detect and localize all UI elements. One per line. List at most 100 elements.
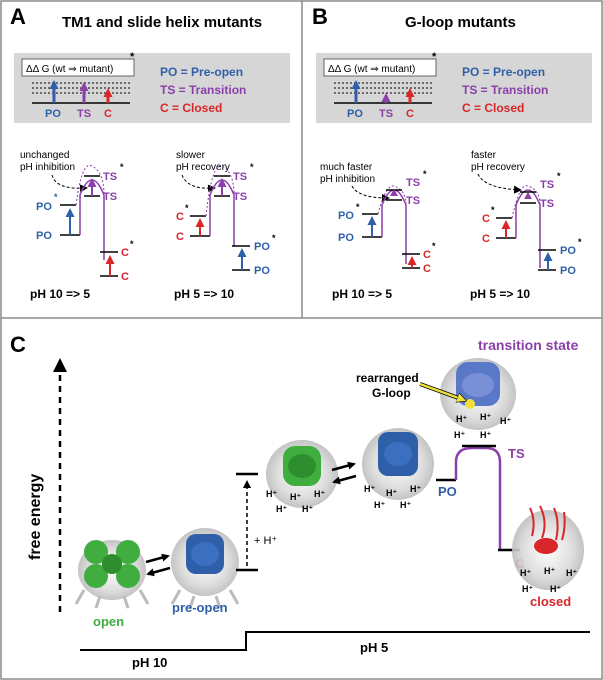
label-c-star: C xyxy=(176,211,184,223)
proton-label: H⁺ xyxy=(374,500,385,510)
open-label: open xyxy=(93,614,124,629)
proton-label: H⁺ xyxy=(480,412,491,422)
ph-step-line xyxy=(80,631,590,651)
note-line1: much faster xyxy=(320,162,373,173)
proton-label: H⁺ xyxy=(400,500,411,510)
ddg-label-box-a xyxy=(21,58,135,77)
equilibrium-arrow-forward xyxy=(331,461,356,472)
star: * xyxy=(491,205,495,215)
ddg-star-b: * xyxy=(432,51,437,63)
equilibrium-arrow-back xyxy=(332,474,357,485)
panel-b-letter: B xyxy=(312,4,328,29)
axis-arrowhead xyxy=(53,358,67,372)
note-line2: pH recovery xyxy=(471,162,525,173)
panel-a-letter: A xyxy=(10,4,26,29)
note-line1: slower xyxy=(176,150,206,161)
star: * xyxy=(54,192,58,202)
energy-diagram-b-left: much faster pH inhibition PO * PO TS * T… xyxy=(320,162,436,301)
label-ts: TS xyxy=(406,195,420,207)
proton-label: H⁺ xyxy=(454,430,465,440)
legend-ts: TS xyxy=(379,108,393,120)
po-label: PO xyxy=(438,484,457,499)
barrier-curve-mutant xyxy=(511,185,541,219)
ph5-label: pH 5 xyxy=(360,640,388,655)
equilibrium-arrow-forward xyxy=(145,553,170,564)
note-pointer xyxy=(477,173,522,194)
ts-arrow xyxy=(524,192,532,199)
legend-c-def: C = Closed xyxy=(462,101,524,115)
proton-label: H⁺ xyxy=(410,484,421,494)
ddg-label-b: ΔΔ G (wt ⇒ mutant) xyxy=(328,64,415,75)
label-c: C xyxy=(176,231,184,243)
closed-label: closed xyxy=(530,594,571,609)
note-pointer xyxy=(351,185,390,202)
star: * xyxy=(272,233,276,243)
proton-label: H⁺ xyxy=(290,492,301,502)
panel-c: C free energy open pre-open xyxy=(10,332,590,670)
proton-label: H⁺ xyxy=(500,416,511,426)
note-line2: pH recovery xyxy=(176,162,230,173)
energy-diagram-a-left: unchanged pH inhibition PO * PO TS * TS … xyxy=(20,150,134,301)
barrier-curve xyxy=(381,189,407,264)
label-ts: TS xyxy=(540,198,554,210)
label-po-star: PO xyxy=(254,241,270,253)
proton-label: H⁺ xyxy=(520,568,531,578)
label-ts: TS xyxy=(233,191,247,203)
ddg-label-box-b xyxy=(323,58,437,77)
label-po: PO xyxy=(36,230,52,242)
label-c-star: C xyxy=(482,213,490,225)
proton-label: H⁺ xyxy=(386,488,397,498)
y-axis-label: free energy xyxy=(27,474,44,560)
ddg-star-a: * xyxy=(130,51,135,63)
label-po: PO xyxy=(254,265,270,277)
ph-change-label: pH 10 => 5 xyxy=(30,287,90,301)
ph-change-label: pH 10 => 5 xyxy=(332,287,392,301)
label-c: C xyxy=(423,263,431,275)
h-plus-label: + H⁺ xyxy=(254,535,277,547)
ph10-label: pH 10 xyxy=(132,655,167,670)
label-ts-star: TS xyxy=(540,179,554,191)
proton-label: H⁺ xyxy=(276,504,287,514)
label-ts-star: TS xyxy=(406,177,420,189)
proton-label: H⁺ xyxy=(480,430,491,440)
proton-label: H⁺ xyxy=(302,504,313,514)
legend-po: PO xyxy=(45,108,61,120)
legend-po-def: PO = Pre-open xyxy=(462,65,545,79)
closed-channel-structure xyxy=(512,505,584,590)
label-c: C xyxy=(121,271,129,283)
note-pointer xyxy=(51,174,88,193)
star: * xyxy=(557,171,561,181)
label-ts-star: TS xyxy=(233,171,247,183)
protonated-green-structure xyxy=(266,440,338,508)
label-po-star: PO xyxy=(560,245,576,257)
barrier-curve-mutant xyxy=(377,185,407,215)
star: * xyxy=(423,169,427,179)
note-line2: pH inhibition xyxy=(320,174,375,185)
proton-label: H⁺ xyxy=(314,489,325,499)
star: * xyxy=(578,237,582,247)
ph-change-label: pH 5 => 10 xyxy=(470,287,530,301)
label-ts-star: TS xyxy=(103,171,117,183)
barrier-profile xyxy=(454,446,502,550)
panel-c-letter: C xyxy=(10,332,26,357)
energy-diagram-a-right: slower pH recovery C * C TS * TS PO * PO… xyxy=(174,150,276,301)
legend-po: PO xyxy=(347,108,363,120)
legend-ts-def: TS = Transition xyxy=(160,83,246,97)
legend-ts: TS xyxy=(77,108,91,120)
proton-label: H⁺ xyxy=(266,489,277,499)
star: * xyxy=(250,162,254,172)
proton-label: H⁺ xyxy=(544,566,555,576)
star: * xyxy=(185,203,189,213)
pre-open-channel-structure xyxy=(170,528,240,609)
note-line2: pH inhibition xyxy=(20,162,75,173)
panel-b: B G-loop mutants ΔΔ G (wt ⇒ mutant) * PO… xyxy=(312,4,592,301)
label-c: C xyxy=(482,233,490,245)
proton-label: H⁺ xyxy=(550,584,561,594)
note-pointer xyxy=(181,174,216,193)
barrier-curve-mutant xyxy=(205,165,235,217)
proton-label: H⁺ xyxy=(456,414,467,424)
label-po-star: PO xyxy=(338,210,354,222)
label-po: PO xyxy=(338,232,354,244)
legend-c-def: C = Closed xyxy=(160,101,222,115)
